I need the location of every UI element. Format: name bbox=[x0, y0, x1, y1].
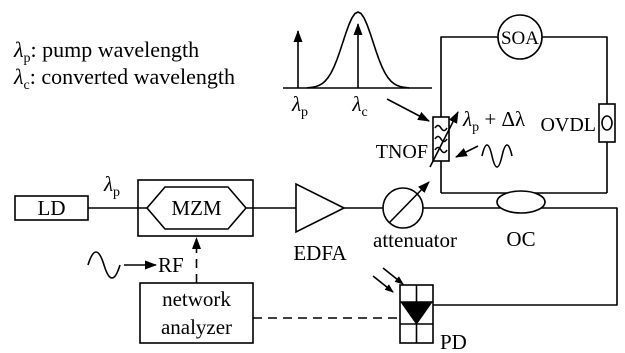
passband-symbol: λ bbox=[462, 107, 472, 131]
photodetector: PD bbox=[372, 267, 467, 353]
mzm-label: MZM bbox=[171, 196, 222, 220]
mzm-modulator: MZM bbox=[137, 179, 254, 237]
ovdl-label: OVDL bbox=[540, 114, 596, 136]
tnof-label: TNOF bbox=[376, 141, 428, 163]
legend: λp: pump wavelength λc: converted wavele… bbox=[13, 37, 235, 93]
converted-marker-subscript: c bbox=[361, 105, 367, 120]
legend-converted-description: : converted wavelength bbox=[30, 64, 235, 89]
pump-marker-symbol: λ bbox=[291, 92, 301, 116]
pd-diode-icon bbox=[400, 301, 433, 325]
filter-wave-icon bbox=[434, 124, 448, 132]
legend-item-pump: λp: pump wavelength bbox=[13, 37, 199, 66]
attenuator-adjust-arrow bbox=[388, 181, 430, 224]
optical-delay-line: OVDL bbox=[540, 103, 616, 143]
tunable-filter: TNOF λp + Δλ bbox=[376, 107, 526, 168]
ovdl-coil-icon bbox=[601, 115, 613, 131]
legend-item-converted: λc: converted wavelength bbox=[13, 64, 235, 93]
oc-ellipse bbox=[496, 190, 546, 214]
mzm-box bbox=[137, 179, 254, 237]
edfa-amplifier: EDFA bbox=[293, 182, 347, 265]
loop-signal-arrow bbox=[455, 145, 479, 158]
legend-pump-description: : pump wavelength bbox=[31, 37, 200, 62]
attenuator-label: attenuator bbox=[373, 228, 457, 252]
rf-label: RF bbox=[158, 253, 184, 277]
network-analyzer-label-line1: network bbox=[162, 287, 231, 311]
ld-wavelength-subscript: p bbox=[113, 185, 120, 200]
oc-label: OC bbox=[506, 227, 535, 251]
rf-input: RF bbox=[87, 251, 184, 279]
passband-offset: + Δλ bbox=[479, 107, 526, 131]
optical-coupler: OC bbox=[496, 190, 546, 251]
ovdl-box bbox=[598, 103, 616, 143]
soa-amplifier: SOA bbox=[497, 14, 543, 60]
pump-marker-label: λp bbox=[291, 92, 308, 120]
soa-circle bbox=[497, 14, 543, 60]
filter-wave-icon bbox=[434, 146, 448, 154]
ld-box bbox=[14, 195, 89, 221]
spectrum-to-filter-arrow bbox=[386, 98, 430, 122]
mzm-interferometer-hexagon bbox=[145, 186, 248, 230]
ld-label: LD bbox=[38, 196, 66, 220]
ld-output-wavelength-label: λp bbox=[103, 172, 120, 200]
converted-marker-symbol: λ bbox=[351, 92, 361, 116]
fiber-coupler-to-pd bbox=[433, 207, 618, 306]
legend-pump-symbol: λ bbox=[13, 37, 24, 62]
soa-label: SOA bbox=[501, 28, 539, 49]
converted-spectrum-curve bbox=[306, 11, 410, 89]
network-analyzer-label-line2: analyzer bbox=[161, 315, 232, 339]
ld-wavelength-symbol: λ bbox=[103, 172, 113, 196]
legend-pump-subscript: p bbox=[24, 51, 31, 66]
spectrum-inset: λp λc bbox=[283, 11, 432, 122]
light-input-arrow bbox=[382, 267, 404, 285]
laser-diode: LD λp bbox=[14, 172, 120, 221]
filter-wave-icon bbox=[434, 135, 448, 143]
loop-signal-sine-icon bbox=[481, 144, 513, 168]
pump-marker-subscript: p bbox=[301, 105, 308, 120]
passband-subscript: p bbox=[472, 120, 479, 135]
converted-marker-label: λc bbox=[351, 92, 367, 120]
tnof-tuning-arrow bbox=[429, 111, 459, 168]
legend-converted-subscript: c bbox=[24, 78, 30, 93]
variable-attenuator: attenuator bbox=[373, 181, 457, 252]
tnof-passband-label: λp + Δλ bbox=[462, 107, 526, 135]
network-analyzer: network analyzer bbox=[139, 237, 400, 344]
rf-sine-icon bbox=[87, 251, 121, 279]
edfa-triangle bbox=[295, 182, 346, 234]
light-input-arrow bbox=[372, 275, 394, 293]
pd-label: PD bbox=[440, 330, 467, 353]
edfa-label: EDFA bbox=[293, 241, 347, 265]
legend-converted-symbol: λ bbox=[13, 64, 24, 89]
